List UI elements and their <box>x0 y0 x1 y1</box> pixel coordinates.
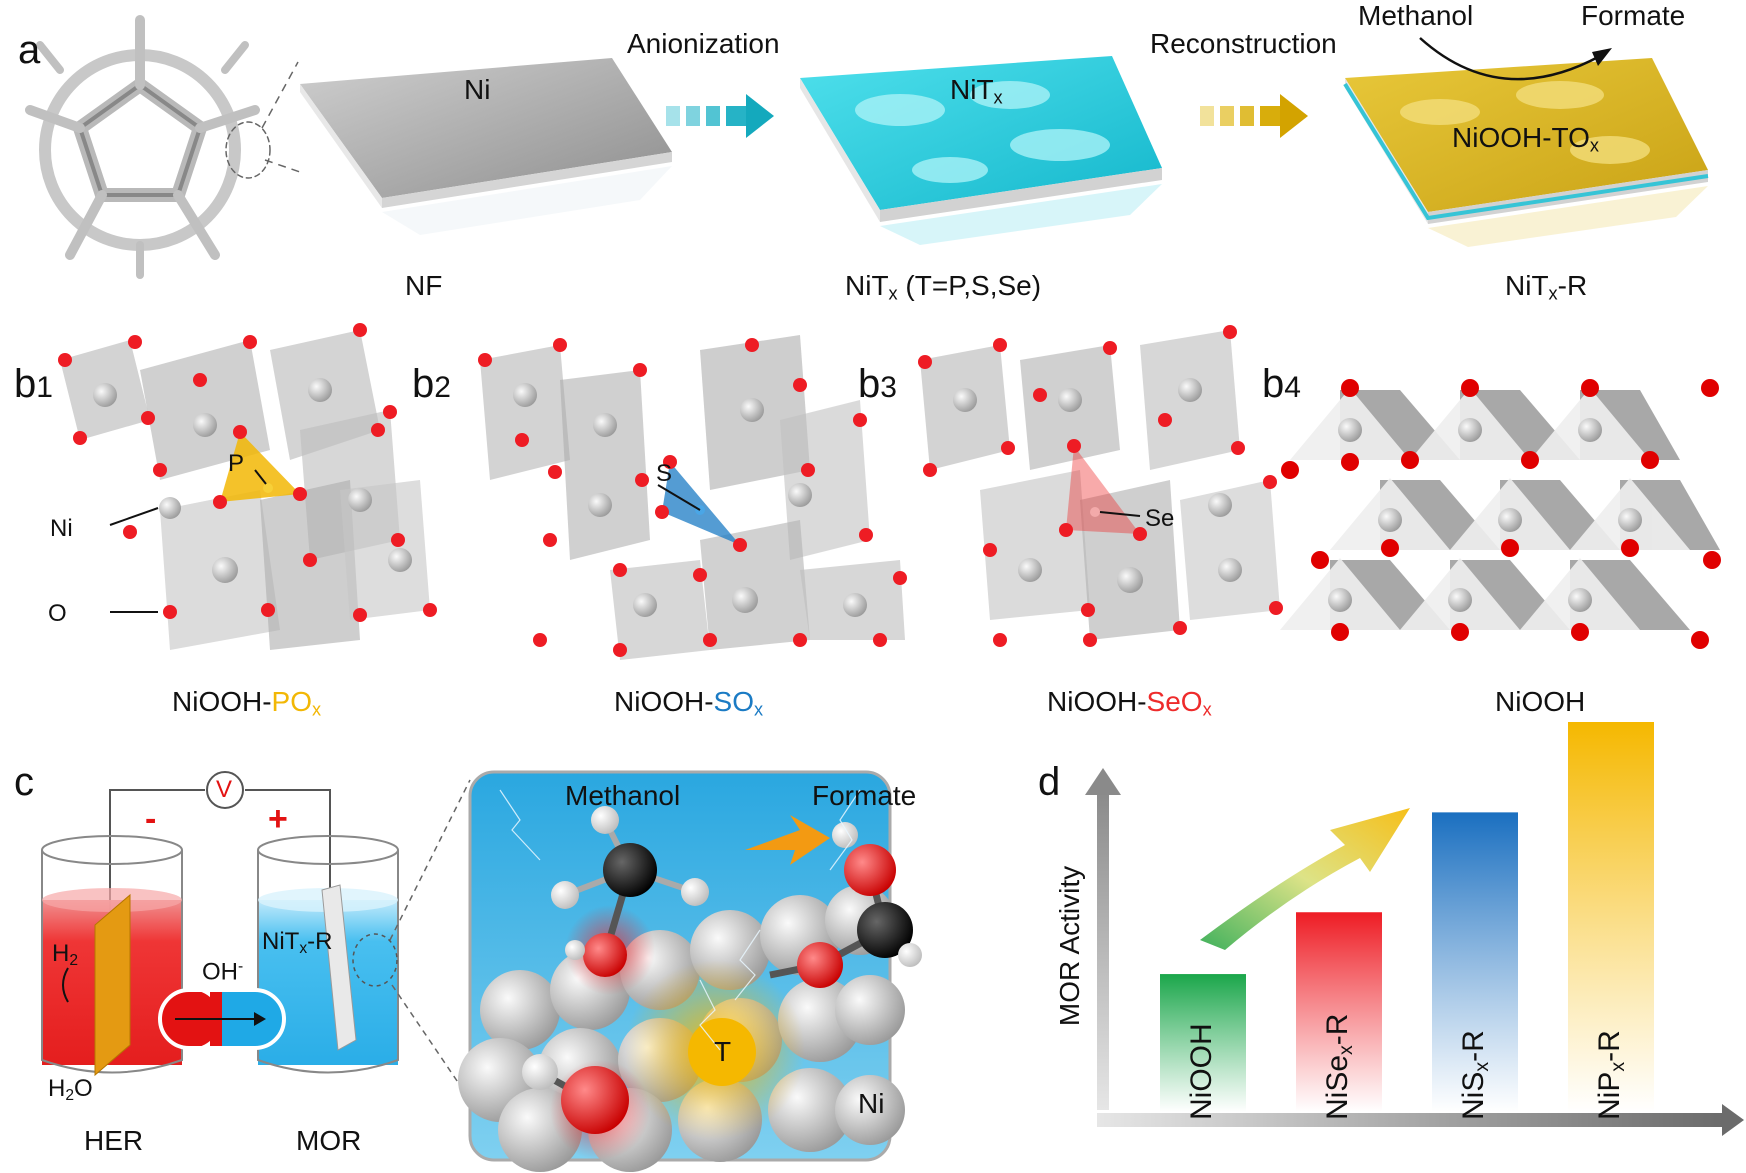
bar-nipx-r <box>1568 722 1654 1112</box>
nitx-r-caption: NiTx-R <box>1505 270 1588 304</box>
panel-b3-letter: b3 <box>858 362 897 406</box>
bar-label: NiOOH <box>1185 1023 1218 1120</box>
panel-b1-letter: b1 <box>14 362 53 406</box>
nitx-plate-label: NiTx <box>950 74 1003 108</box>
niooh-seox-caption: NiOOH-SeOx <box>1047 686 1212 720</box>
voltmeter-label: V <box>216 776 233 803</box>
nitx-caption: NiTx (T=P,S,Se) <box>845 270 1042 304</box>
panel-b2-letter: b2 <box>412 362 451 406</box>
chart-axes <box>1085 768 1744 1136</box>
structure-b2 <box>478 335 907 660</box>
s-pointer-arrow <box>657 484 701 511</box>
zoom-lines-c <box>389 779 471 1101</box>
anionization-label: Anionization <box>627 28 780 59</box>
methanol-label-c: Methanol <box>565 780 681 811</box>
ni-atom-label: Ni <box>50 515 73 542</box>
positive-terminal: + <box>268 800 288 838</box>
salt-bridge <box>158 988 286 1050</box>
voltmeter-icon <box>206 771 244 809</box>
o-atom-label: O <box>48 600 67 627</box>
nitx-plate <box>800 56 1162 245</box>
reconstruction-arrow <box>1200 94 1308 138</box>
structure-b1 <box>58 323 437 650</box>
bar-label: NiSx-R <box>1457 1030 1493 1120</box>
methanol-arrowhead <box>1592 48 1612 66</box>
panel-a-letter: a <box>18 28 41 72</box>
ni-surface-label: Ni <box>858 1088 885 1119</box>
ni-pointer-arrow <box>109 507 159 526</box>
anionization-arrow <box>666 94 774 138</box>
bar-label: NiPx-R <box>1593 1030 1629 1120</box>
catalyst-surface-inset <box>458 770 922 1172</box>
mor-label: MOR <box>296 1125 362 1156</box>
her-cell <box>41 835 183 1077</box>
her-label: HER <box>84 1125 144 1156</box>
formate-label-a: Formate <box>1581 0 1686 31</box>
s-atom-label: S <box>656 460 673 487</box>
panel-d-letter: d <box>1038 760 1061 804</box>
bar-niooh <box>1160 974 1246 1112</box>
niooh-pox-caption: NiOOH-POx <box>172 686 322 720</box>
activity-bars <box>1160 722 1654 1112</box>
y-axis-label: MOR Activity <box>1054 865 1086 1027</box>
ni-plate <box>300 58 672 235</box>
structure-b4 <box>1280 379 1721 649</box>
methanol-to-formate-arrow <box>1419 37 1601 81</box>
ni-plate-label: Ni <box>464 74 491 105</box>
bar-nisex-r <box>1296 912 1382 1112</box>
nickel-foam-cage-icon <box>25 15 271 279</box>
t-atom-label: T <box>714 1036 732 1067</box>
niooh-tox-plate <box>1343 58 1709 247</box>
h2-label: H2 <box>52 940 79 969</box>
structure-b3 <box>918 325 1283 647</box>
panel-c-letter: c <box>14 760 34 804</box>
nf-caption: NF <box>405 270 443 301</box>
nitx-r-electrode-label: NiTx-R <box>262 928 333 957</box>
p-atom-label: P <box>228 450 245 477</box>
trend-arrow <box>1200 808 1410 950</box>
h2o-label: H2O <box>48 1075 93 1104</box>
panel-b4-letter: b4 <box>1262 362 1301 406</box>
p-pointer-arrow <box>254 469 267 485</box>
hydroxide-label: OH- <box>202 958 244 986</box>
niooh-sox-caption: NiOOH-SOx <box>614 686 764 720</box>
niooh-caption: NiOOH <box>1495 686 1586 717</box>
methanol-label-a: Methanol <box>1358 0 1474 31</box>
se-pointer-arrow <box>1099 511 1141 517</box>
negative-terminal: - <box>145 800 157 838</box>
formate-label-c: Formate <box>812 780 917 811</box>
reconstruction-label: Reconstruction <box>1150 28 1337 59</box>
niooh-tox-plate-label: NiOOH-TOx <box>1452 122 1600 156</box>
se-atom-label: Se <box>1145 505 1175 532</box>
bar-label: NiSex-R <box>1321 1013 1357 1120</box>
zoom-lines <box>261 61 301 173</box>
mor-cell <box>257 835 399 1074</box>
bar-nisx-r <box>1432 812 1518 1112</box>
